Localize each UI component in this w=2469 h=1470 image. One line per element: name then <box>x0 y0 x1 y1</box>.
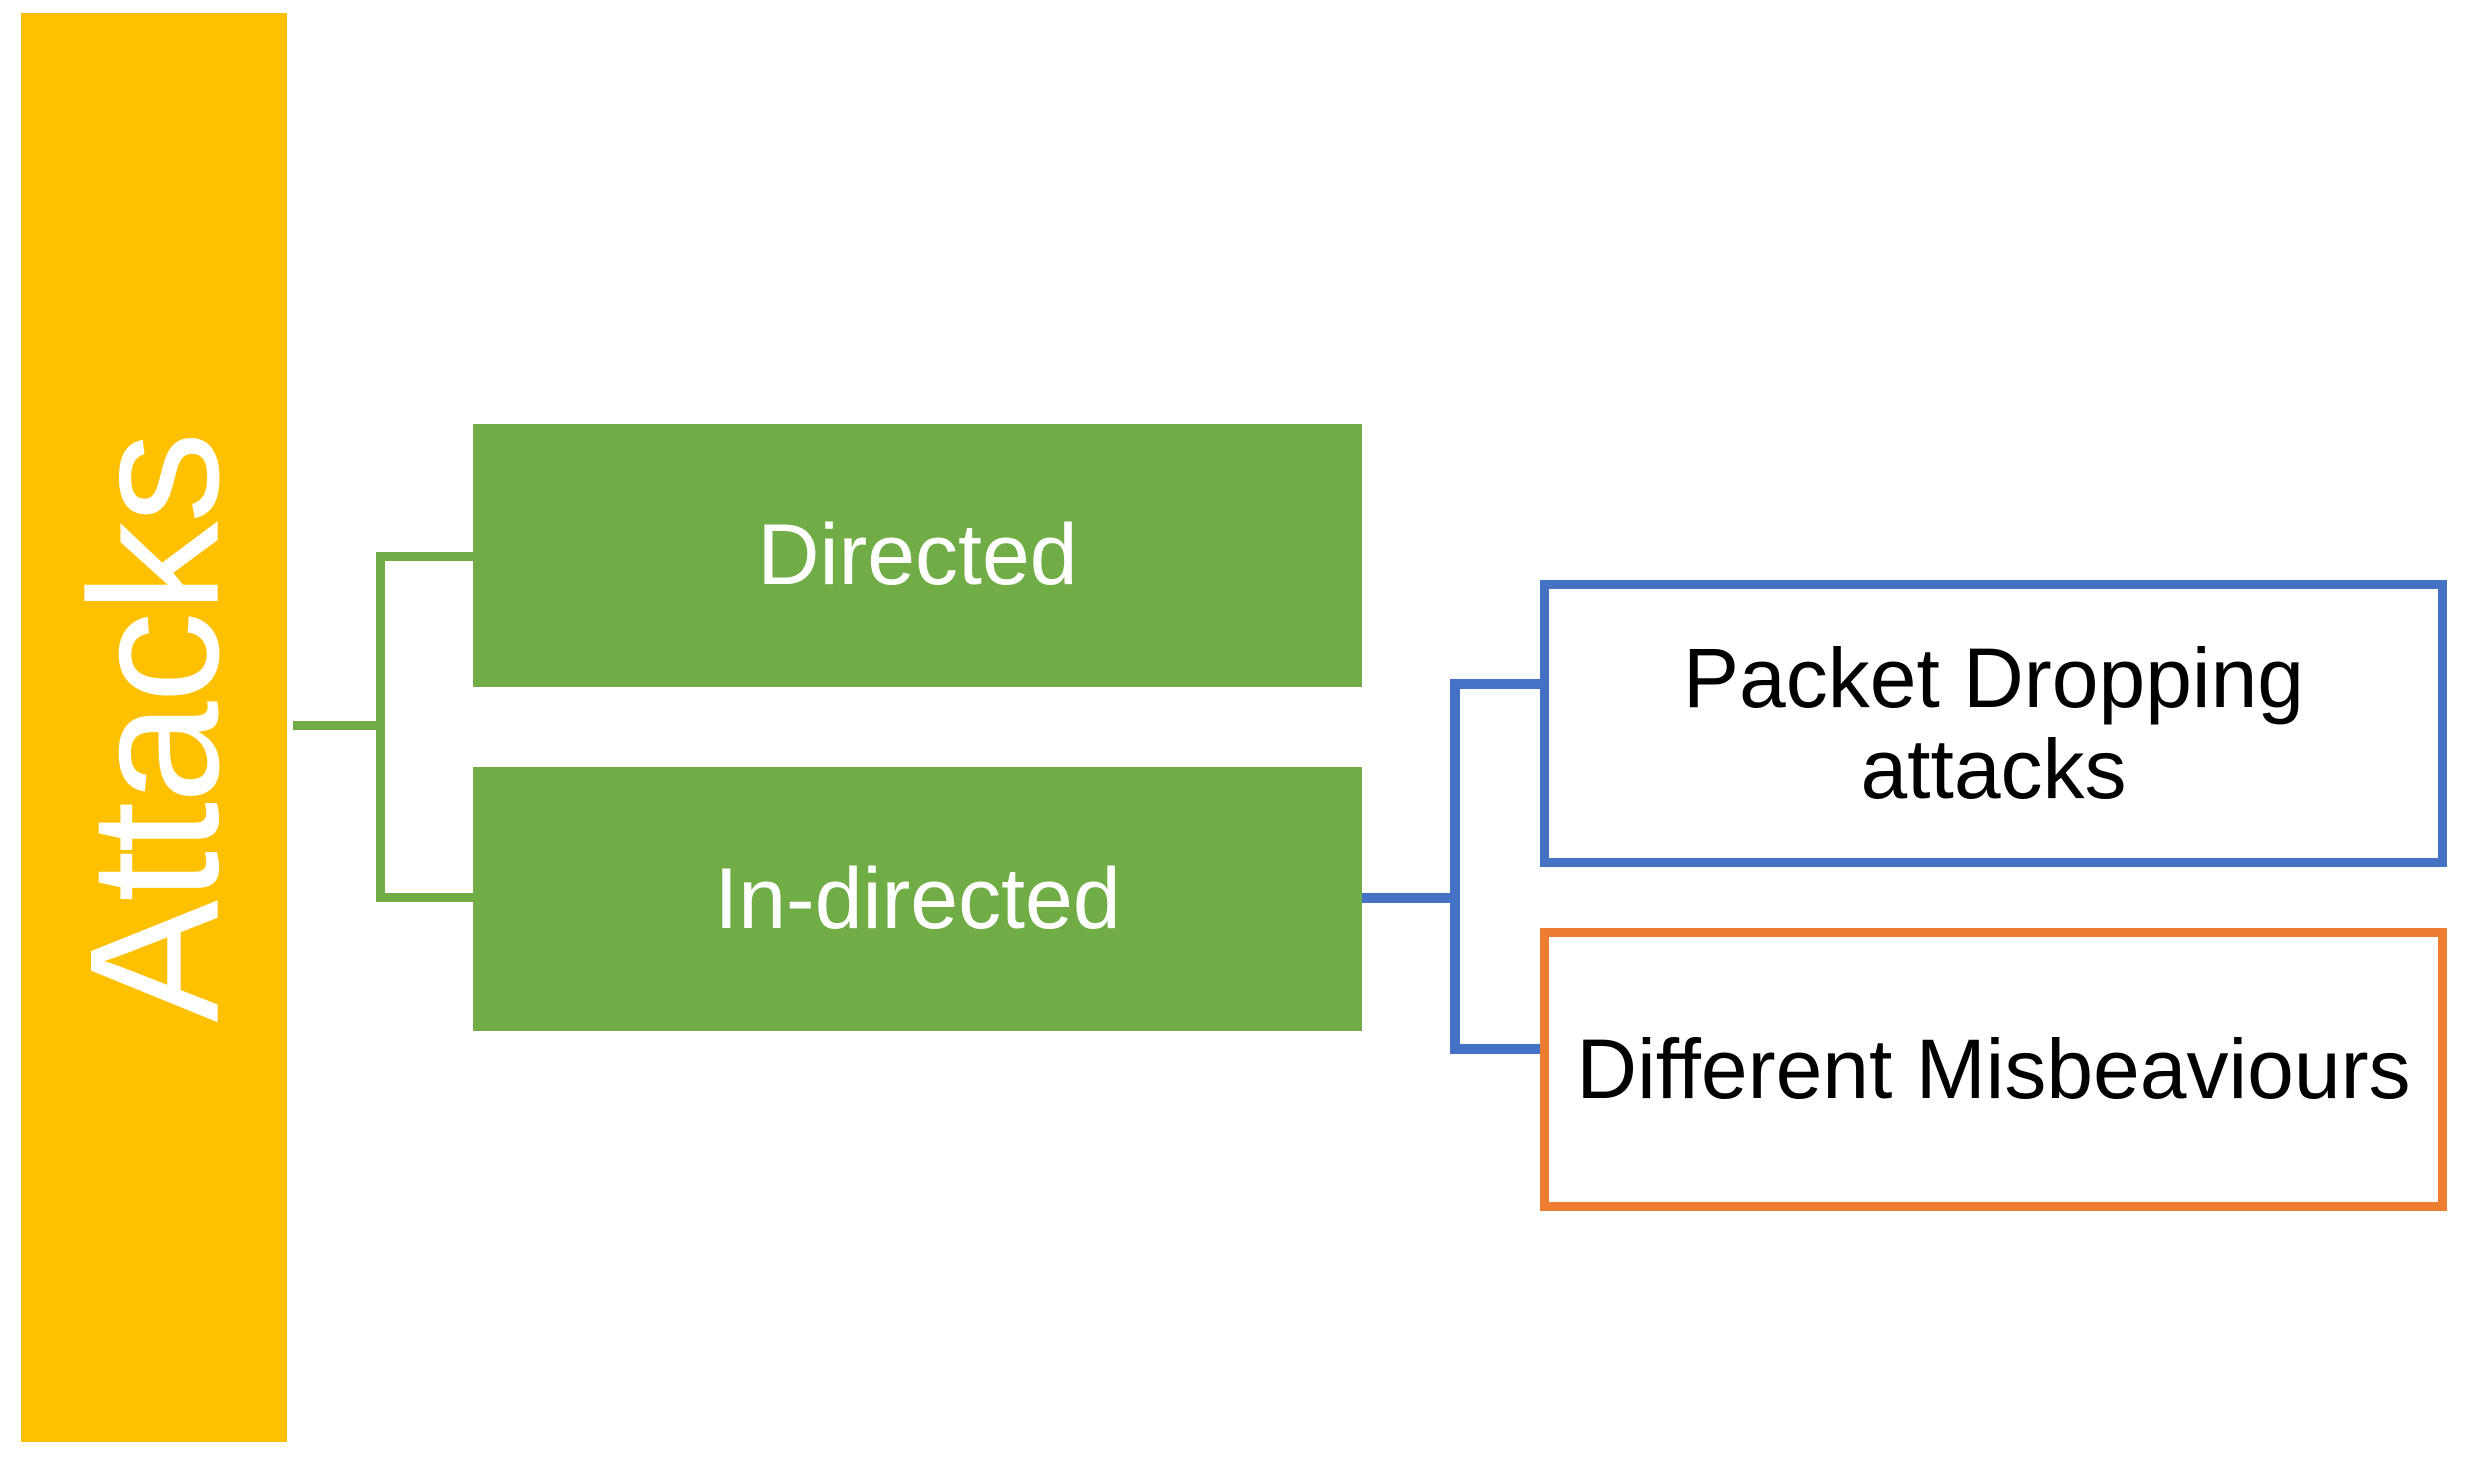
connector-root-spine <box>376 552 385 902</box>
connector-to-packet-dropping <box>1450 679 1546 689</box>
node-different-misbeaviours-label: Different Misbeaviours <box>1576 1022 2411 1117</box>
connector-root-to-indirected <box>376 893 475 902</box>
node-attacks-label: Attacks <box>51 432 257 1023</box>
node-directed[interactable]: Directed <box>473 424 1362 687</box>
node-indirected-label: In-directed <box>714 850 1121 947</box>
node-packet-dropping-attacks-label: Packet Dropping attacks <box>1682 630 2305 816</box>
connector-root-to-directed <box>376 552 475 561</box>
node-different-misbeaviours[interactable]: Different Misbeaviours <box>1540 928 2447 1211</box>
node-indirected[interactable]: In-directed <box>473 767 1362 1031</box>
node-packet-dropping-attacks[interactable]: Packet Dropping attacks <box>1540 580 2447 867</box>
connector-indirected-spine <box>1450 679 1460 1054</box>
connector-root-stem <box>293 721 383 730</box>
node-attacks[interactable]: Attacks <box>21 13 287 1442</box>
connector-indirected-stem <box>1362 893 1459 903</box>
node-directed-label: Directed <box>757 507 1078 604</box>
connector-to-misbehaviours <box>1450 1044 1546 1054</box>
